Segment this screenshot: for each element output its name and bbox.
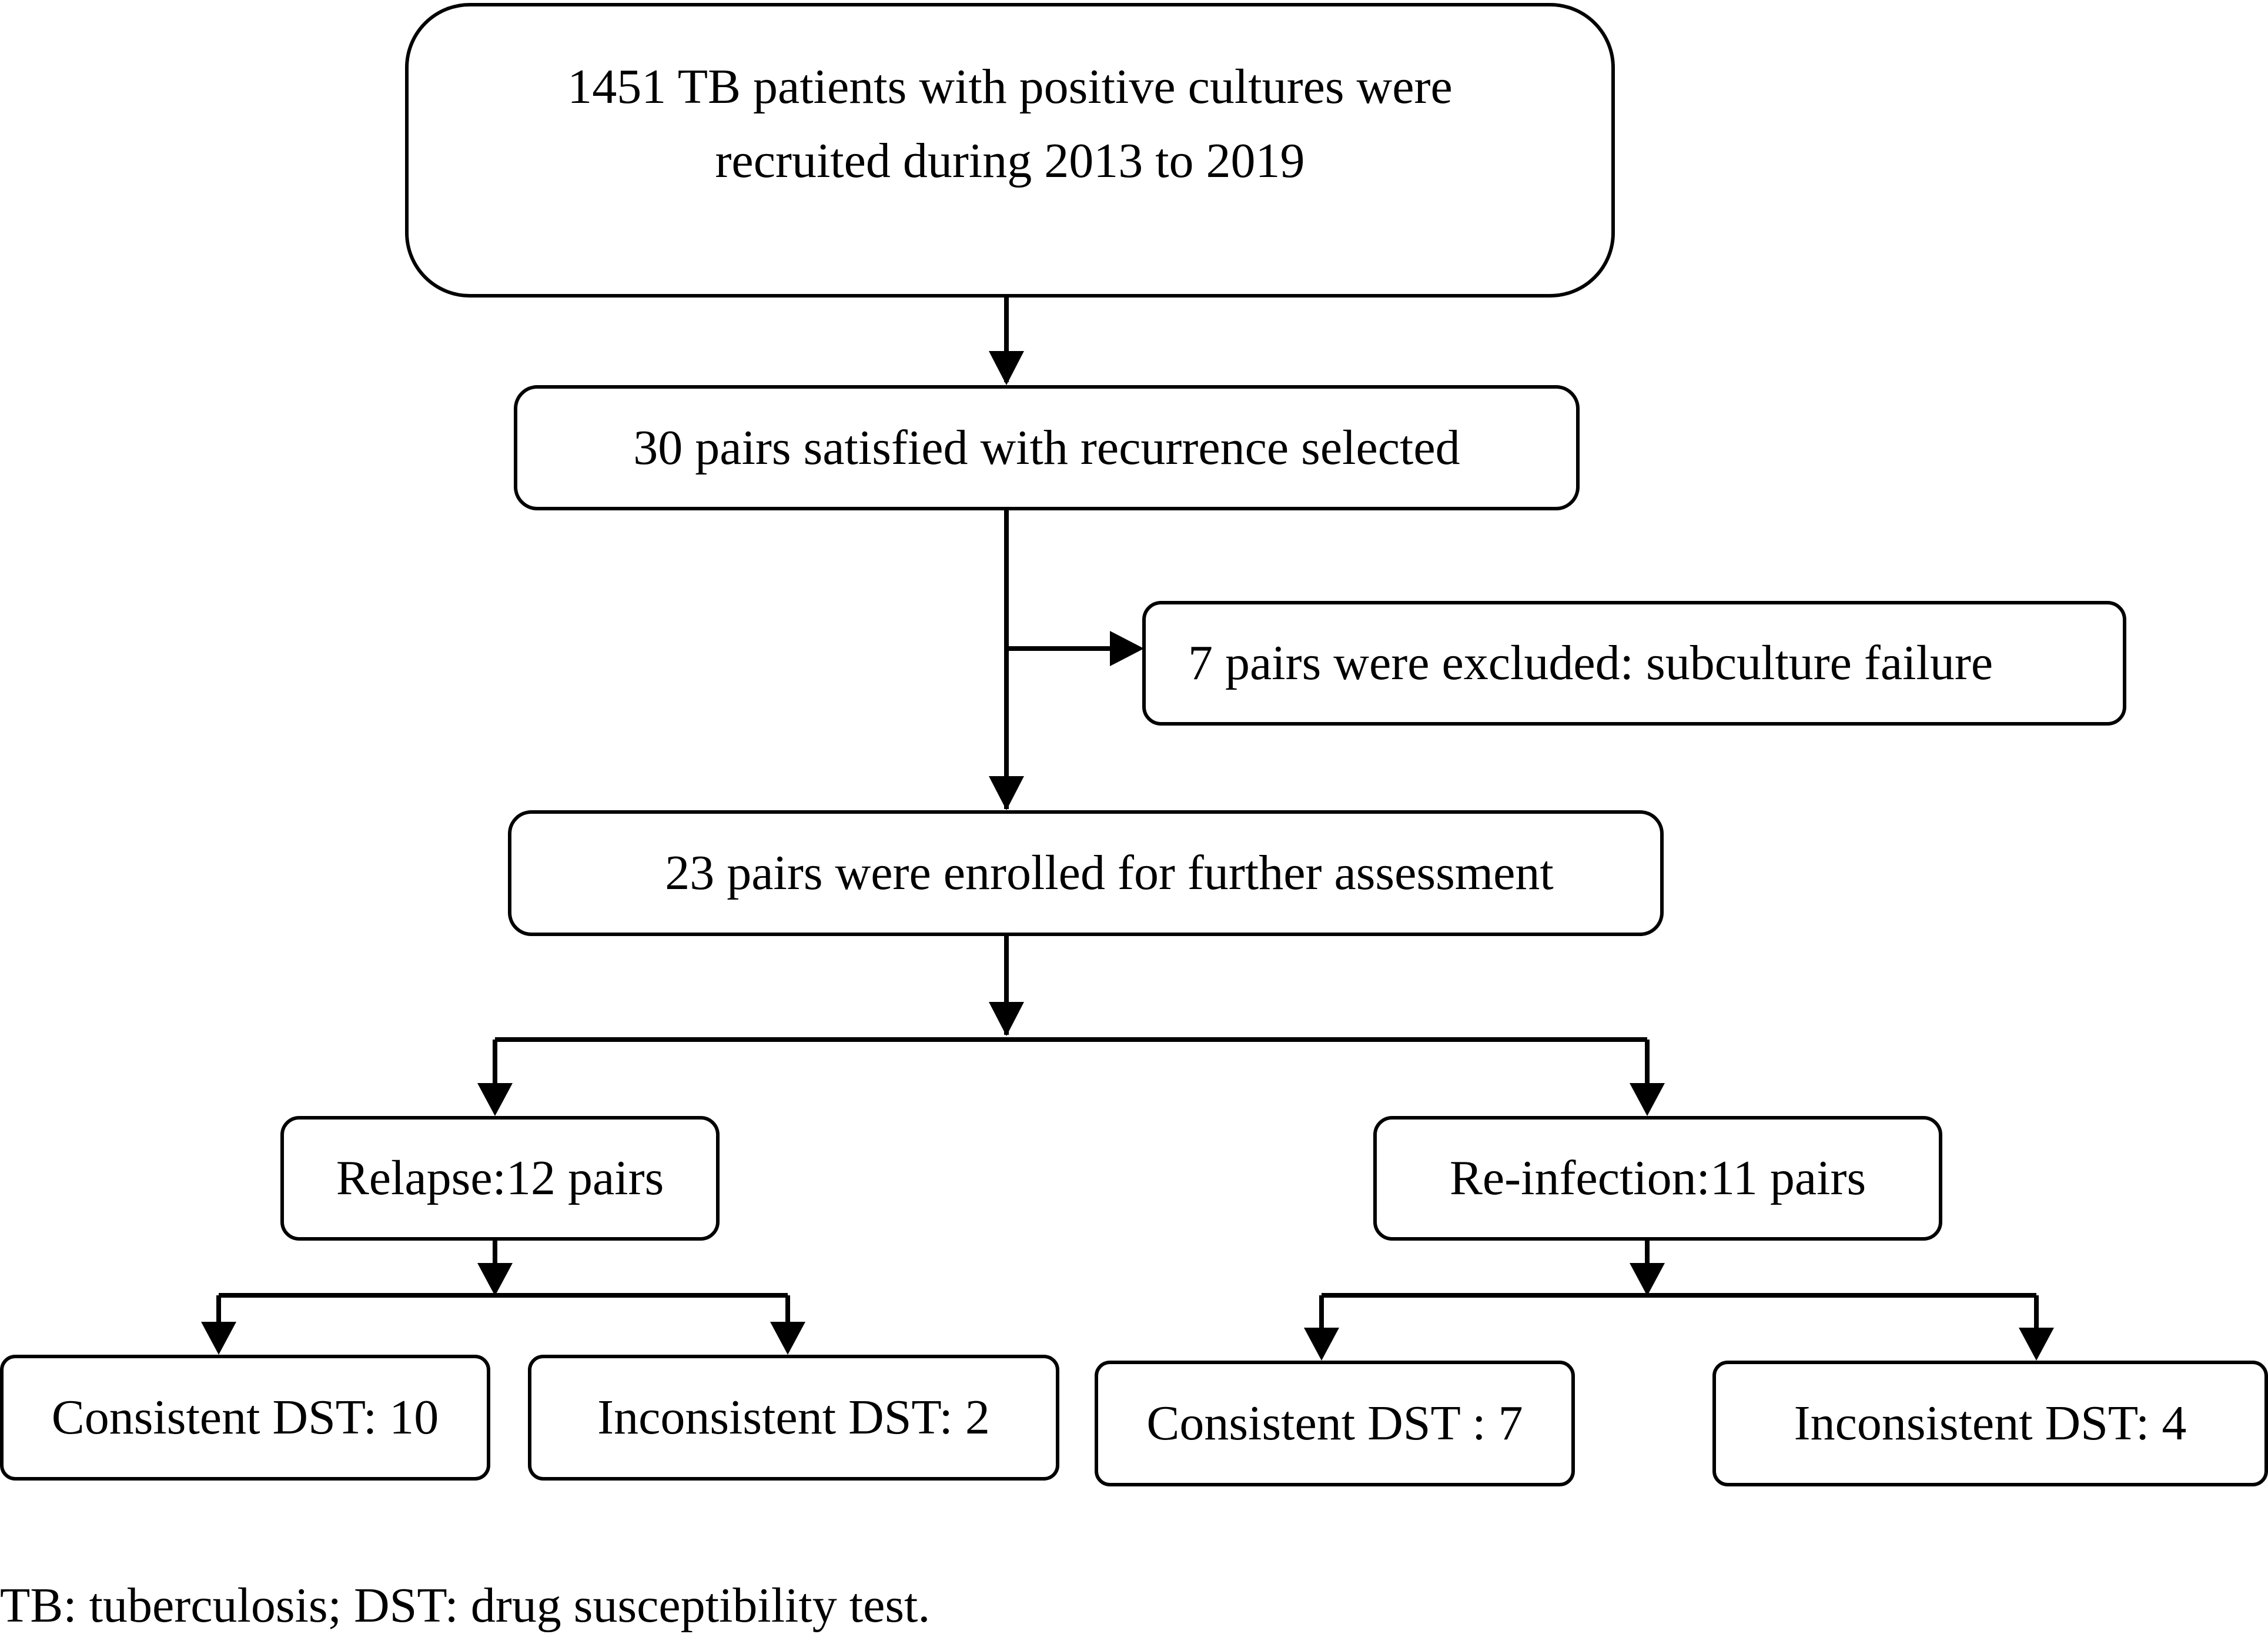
arrowhead — [1630, 1263, 1665, 1296]
arrowhead — [201, 1322, 236, 1355]
arrowhead — [1304, 1328, 1339, 1361]
relapse-consistent-label: Consistent DST: 10 — [51, 1390, 439, 1445]
arrowhead — [1110, 631, 1144, 666]
arrowhead — [770, 1322, 805, 1355]
reinfection-consistent-box: Consistent DST : 7 — [1095, 1361, 1575, 1486]
selected-box: 30 pairs satisfied with recurrence selec… — [514, 385, 1580, 510]
relapse-inconsistent-box: Inconsistent DST: 2 — [528, 1355, 1059, 1481]
arrowhead — [477, 1263, 513, 1296]
reinfection-box: Re-infection:11 pairs — [1373, 1116, 1942, 1241]
arrowhead — [1630, 1083, 1665, 1116]
relapse-inconsistent-label: Inconsistent DST: 2 — [597, 1390, 990, 1445]
recruited-box: 1451 TB patients with positive cultures … — [405, 3, 1615, 298]
arrowhead — [989, 776, 1024, 810]
relapse-consistent-box: Consistent DST: 10 — [0, 1355, 490, 1481]
arrowhead — [477, 1083, 513, 1116]
enrolled-label: 23 pairs were enrolled for further asses… — [665, 846, 1554, 900]
reinfection-inconsistent-label: Inconsistent DST: 4 — [1794, 1396, 2187, 1451]
arrowhead — [2019, 1328, 2054, 1361]
excluded-box: 7 pairs were excluded: subculture failur… — [1142, 601, 2126, 726]
recruited-line1: 1451 TB patients with positive cultures … — [567, 59, 1453, 114]
reinfection-inconsistent-box: Inconsistent DST: 4 — [1712, 1361, 2268, 1486]
footnote: TB: tuberculosis; DST: drug susceptibili… — [0, 1578, 931, 1633]
arrowhead — [989, 351, 1024, 385]
reinfection-consistent-label: Consistent DST : 7 — [1146, 1396, 1523, 1451]
enrolled-box: 23 pairs were enrolled for further asses… — [508, 810, 1664, 936]
relapse-label: Relapse:12 pairs — [336, 1151, 664, 1205]
excluded-label: 7 pairs were excluded: subculture failur… — [1188, 636, 1993, 690]
recruited-line2: recruited during 2013 to 2019 — [715, 133, 1305, 188]
arrowhead — [989, 1002, 1024, 1036]
reinfection-label: Re-infection:11 pairs — [1449, 1151, 1866, 1205]
selected-label: 30 pairs satisfied with recurrence selec… — [633, 420, 1460, 475]
relapse-box: Relapse:12 pairs — [280, 1116, 720, 1241]
